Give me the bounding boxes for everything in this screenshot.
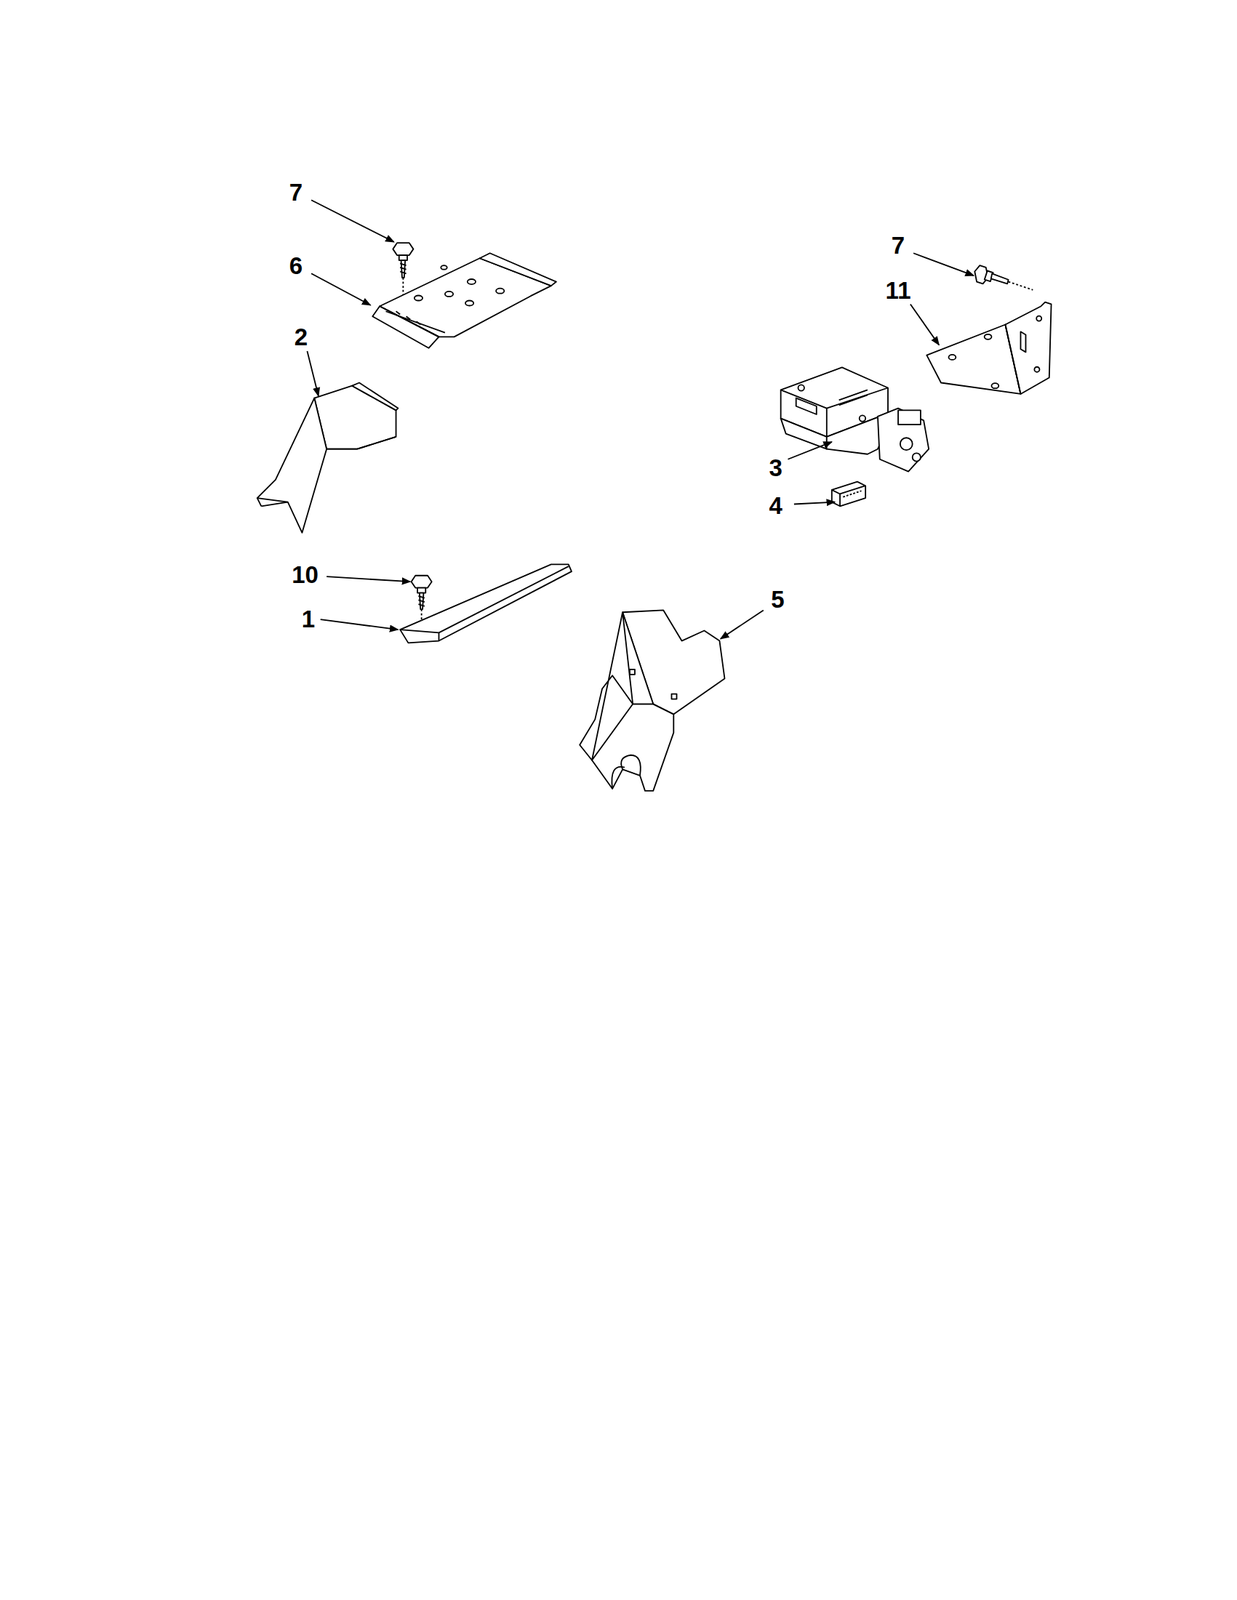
leader-line: [320, 619, 399, 630]
leader-line: [910, 303, 939, 345]
screw: [974, 265, 1033, 291]
mounting-plate: [372, 253, 557, 349]
leader-line: [326, 576, 411, 582]
callout-number: 10: [291, 562, 319, 587]
leader-line: [311, 273, 371, 306]
bracket: [926, 302, 1051, 395]
callout-number: 7: [289, 179, 303, 204]
leader-line: [794, 502, 835, 505]
leader-line: [913, 253, 974, 276]
callout-number: 6: [289, 253, 303, 278]
connector-block: [831, 482, 866, 507]
callout-number: 3: [768, 455, 782, 480]
actuator-module: [781, 367, 930, 472]
shield: [579, 610, 725, 791]
support-strip: [399, 564, 572, 643]
callout-number: 5: [770, 586, 784, 611]
callout-number: 11: [885, 277, 912, 302]
callout-number: 1: [301, 606, 315, 631]
leader-line: [311, 199, 395, 243]
leader-line: [720, 610, 764, 639]
leader-line: [306, 351, 318, 397]
callout-number: 7: [891, 232, 905, 257]
callout-number: 4: [768, 493, 782, 518]
callout-number: 2: [294, 325, 308, 350]
leader-line: [787, 442, 832, 460]
air-duct: [257, 382, 399, 533]
